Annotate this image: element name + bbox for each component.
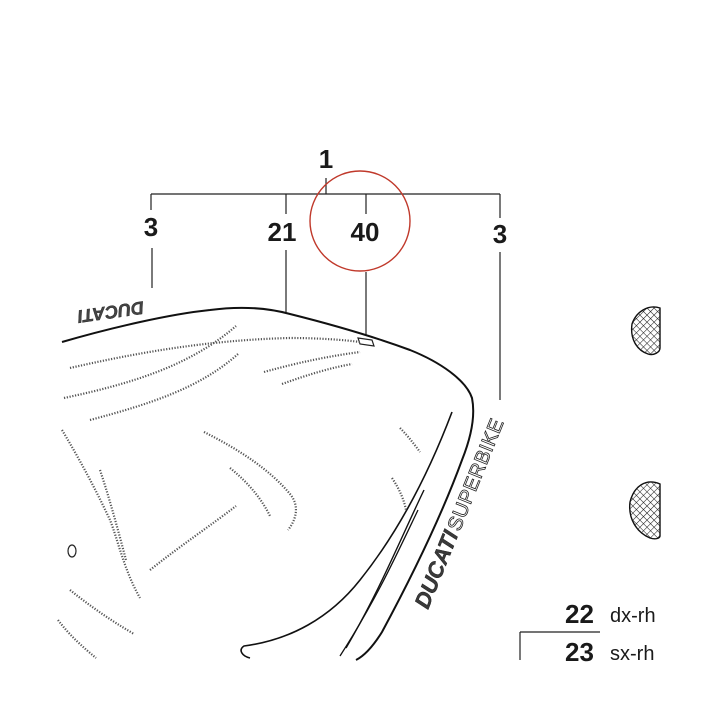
callout-22: 22: [565, 599, 594, 629]
callout-22-suffix: dx-rh: [610, 605, 656, 627]
callout-21: 21: [268, 217, 297, 247]
callout-1: 1: [319, 144, 333, 174]
part-callouts-side: 22 dx-rh 23 sx-rh: [565, 599, 656, 667]
fairing-inner-rib-2: [339, 509, 419, 657]
callout-3-right: 3: [493, 219, 507, 249]
leader-lines: [150, 178, 600, 660]
fairing-stipple-details: [57, 325, 421, 659]
fairing-outline: [61, 306, 475, 661]
clip-40-part: [357, 337, 375, 347]
callout-23-suffix: sx-rh: [610, 643, 654, 665]
callout-40: 40: [351, 217, 380, 247]
highlight-circle: [309, 170, 411, 272]
decal-model-text: SUPERBIKE: [444, 415, 509, 534]
callout-23: 23: [565, 637, 594, 667]
ducati-superbike-decal: DUCATI SUPERBIKE: [409, 415, 509, 612]
decal-brand-text: DUCATI: [409, 526, 463, 612]
mesh-vent-part-upper: [630, 306, 661, 356]
fairing-inner-edge: [240, 411, 453, 659]
mesh-vent-part-lower: [629, 481, 661, 540]
callout-3-left: 3: [144, 212, 158, 242]
fairing-main-edge: [61, 306, 475, 661]
